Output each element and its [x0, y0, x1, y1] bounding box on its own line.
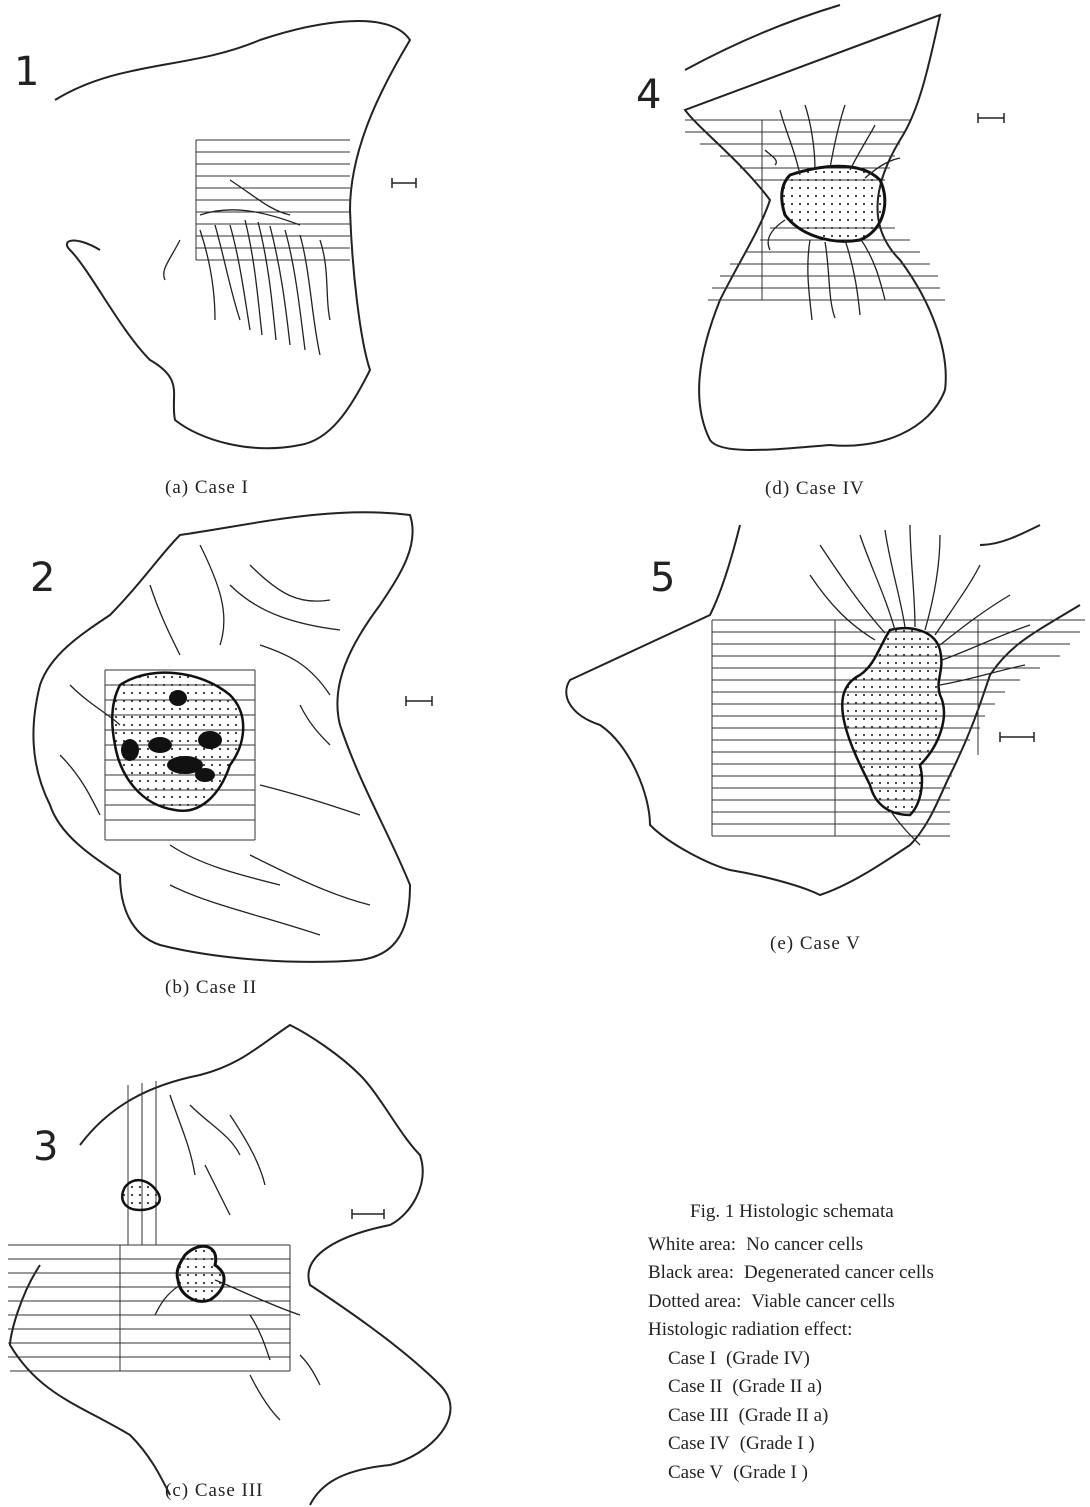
schema-panel-case-5: 5 (e) Case V: [540, 515, 1090, 965]
schema-panel-case-2: 2 (b) Case II: [0, 505, 540, 1005]
schema-panel-case-1: 1 (a) Case I: [0, 0, 540, 500]
legend-row-dotted: Dotted area:Viable cancer cells: [648, 1288, 934, 1317]
panel-caption: (b) Case II: [165, 977, 257, 999]
schema-panel-case-4: 4 (d) Case IV: [540, 0, 1090, 505]
legend-case-1: Case I(Grade IV): [648, 1345, 934, 1374]
legend-case-4: Case IV(Grade I ): [648, 1430, 934, 1459]
legend-case-5: Case V(Grade I ): [648, 1459, 934, 1488]
panel-caption: (c) Case III: [165, 1480, 264, 1502]
panel-caption: (d) Case IV: [765, 478, 865, 500]
panel-caption: (e) Case V: [770, 933, 861, 955]
legend-title: Fig. 1 Histologic schemata: [648, 1198, 934, 1227]
figure-legend: Fig. 1 Histologic schemata White area:No…: [648, 1198, 934, 1487]
legend-effect-label: Histologic radiation effect:: [648, 1316, 934, 1345]
tissue-schema-4: [540, 0, 1090, 505]
schema-panel-case-3: 3 (c) Case III: [0, 1015, 540, 1505]
legend-row-black: Black area:Degenerated cancer cells: [648, 1259, 934, 1288]
tissue-schema-2: [0, 505, 540, 1005]
panel-caption: (a) Case I: [165, 477, 249, 499]
tissue-schema-1: [0, 0, 540, 500]
legend-case-2: Case II(Grade II a): [648, 1373, 934, 1402]
tissue-schema-5: [540, 515, 1090, 965]
tissue-schema-3: [0, 1015, 540, 1505]
legend-row-white: White area:No cancer cells: [648, 1231, 934, 1260]
legend-case-3: Case III(Grade II a): [648, 1402, 934, 1431]
